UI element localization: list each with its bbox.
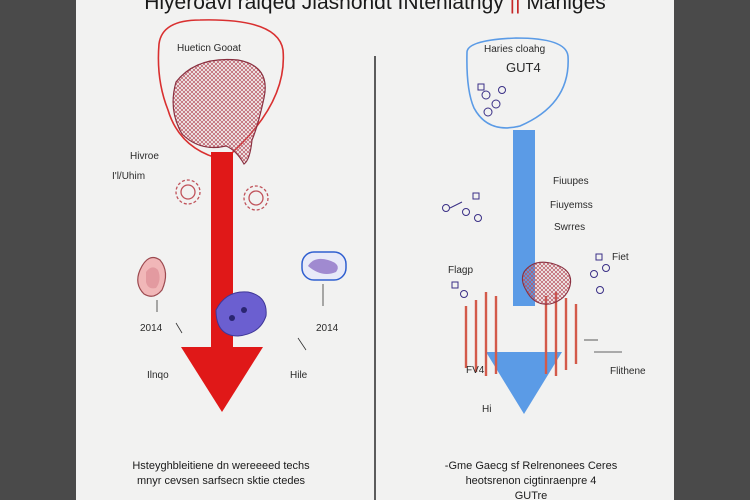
flower-cell-left bbox=[175, 179, 201, 205]
diagram-sheet: Hlyeroavi raiqed Jlashondt INteniatngy |… bbox=[76, 0, 674, 500]
right-label-3: Swrres bbox=[554, 222, 586, 233]
right-caption: -Gme Gaecg sf Relrenonees Ceres heotsren… bbox=[406, 459, 656, 500]
flower-cell-right bbox=[243, 185, 269, 211]
right-container-outline bbox=[466, 37, 569, 129]
right-label-8: Hi bbox=[482, 404, 492, 415]
blue-vesicle bbox=[215, 291, 267, 337]
pink-cell-inner bbox=[146, 267, 160, 289]
right-bottom-label: Hile bbox=[290, 370, 308, 381]
red-stripes bbox=[464, 292, 578, 376]
right-label-7: Flithene bbox=[610, 366, 646, 377]
right-circle-label: Haries cloahg bbox=[484, 44, 546, 55]
blue-arrow-head bbox=[486, 352, 562, 414]
left-label-1: Hivroe bbox=[130, 151, 159, 162]
right-circle-sublabel: GUT4 bbox=[506, 60, 541, 75]
right-organ bbox=[521, 261, 572, 305]
right-label-1: Fiuupes bbox=[553, 176, 589, 187]
left-caption: Hsteyghbleitiene dn wereeeed techs mnyr … bbox=[96, 459, 346, 489]
right-caption-line-2: heotsrenon cigtinraenpre 4 bbox=[465, 475, 597, 487]
right-label-6: FV4 bbox=[466, 365, 485, 376]
left-caption-line-1: Hsteyghbleitiene dn wereeeed techs bbox=[132, 460, 310, 472]
molecule-left bbox=[442, 192, 482, 222]
left-caption-line-2: mnyr cevsen sarfsecn sktie ctedes bbox=[136, 475, 306, 487]
left-year-right: 2014 bbox=[316, 323, 339, 334]
blue-arrow-shaft bbox=[513, 130, 535, 306]
right-cell-cluster bbox=[477, 83, 506, 117]
left-circle-label: Hueticn Gooat bbox=[177, 43, 241, 54]
diagram-title: Hlyeroavi raiqed Jlashondt INteniatngy |… bbox=[76, 0, 674, 15]
molecule-mid bbox=[451, 281, 468, 298]
right-caption-line-3: GUTre bbox=[514, 490, 548, 500]
red-arrow-head bbox=[181, 347, 263, 412]
left-bottom-label: Ilnqo bbox=[147, 370, 169, 381]
right-label-2: Fiuyemss bbox=[550, 200, 593, 211]
diagram-art bbox=[137, 19, 622, 500]
molecule-right bbox=[590, 253, 610, 294]
left-label-2: I'l/Uhim bbox=[112, 171, 146, 182]
liver-organ bbox=[172, 58, 266, 165]
title-main: Hlyeroavi raiqed Jlashondt INteniatngy bbox=[144, 0, 504, 14]
right-label-5: Flagp bbox=[448, 265, 474, 276]
right-caption-line-1: -Gme Gaecg sf Relrenonees Ceres bbox=[444, 460, 618, 472]
left-container-outline bbox=[157, 19, 285, 161]
left-year-left: 2014 bbox=[140, 323, 163, 334]
title-tail: Maniges bbox=[526, 0, 606, 14]
right-label-4: Fiet bbox=[612, 252, 629, 263]
title-bar: || bbox=[509, 0, 521, 14]
capsule-inner bbox=[308, 258, 338, 274]
